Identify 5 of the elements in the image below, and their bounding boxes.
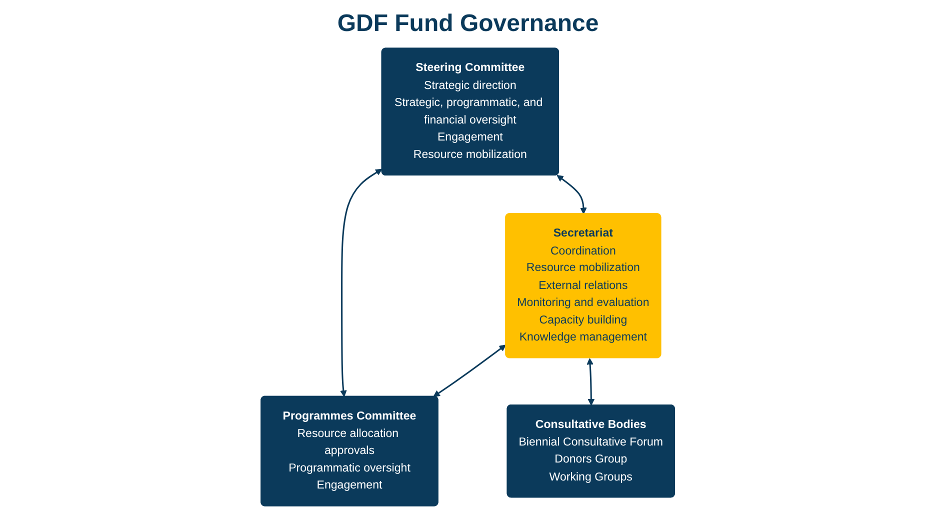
diagram-title: GDF Fund Governance	[336, 10, 600, 38]
arrow	[433, 344, 506, 397]
arrow	[340, 168, 382, 397]
arrow	[586, 358, 595, 406]
arrow	[556, 174, 588, 214]
